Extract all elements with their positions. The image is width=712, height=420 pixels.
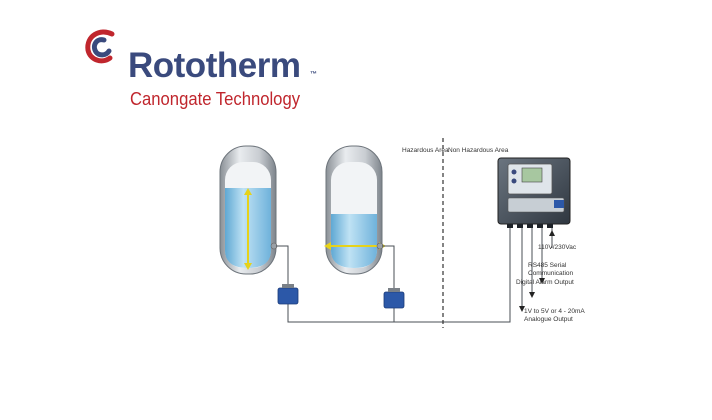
- wiring: [276, 228, 553, 323]
- analogue-output-line2: Analogue Output: [524, 316, 573, 324]
- brand-name: Rototherm: [128, 46, 301, 85]
- controller-unit: [497, 157, 571, 228]
- converter-1: [277, 284, 299, 305]
- tank-2: [324, 145, 386, 275]
- tagline: Canongate Technology: [130, 88, 301, 109]
- analogue-output-line1: 1V to 5V or 4 - 20mA: [524, 308, 585, 315]
- serial-output-line1: RS485 Serial: [528, 262, 567, 269]
- trademark-symbol: ™: [310, 71, 317, 78]
- hazardous-area-label: Hazardous Area: [402, 147, 449, 154]
- swirl-icon: [85, 29, 115, 64]
- non-hazardous-area-label: Non Hazardous Area: [448, 147, 509, 154]
- rototherm-logo: Rototherm ™ Canongate Technology: [80, 22, 320, 112]
- tank-gauging-diagram: Hazardous Area Non Hazardous Area 110V/2…: [212, 128, 585, 334]
- converter-2: [383, 288, 405, 309]
- brand-part1: Roto: [128, 46, 206, 85]
- output-arrows: [519, 230, 555, 312]
- serial-output-line2: Communication: [528, 270, 574, 278]
- alarm-output-label: Digital Alarm Output: [516, 279, 574, 286]
- power-input-label: 110V/230Vac: [538, 244, 577, 251]
- diagram-graphic: [219, 138, 571, 328]
- serial-output-label: RS485 Serial Communication: [528, 262, 573, 278]
- analogue-output-label: 1V to 5V or 4 - 20mA Analogue Output: [524, 308, 585, 324]
- tank-1: [219, 145, 278, 275]
- brand-part2: therm: [205, 46, 301, 85]
